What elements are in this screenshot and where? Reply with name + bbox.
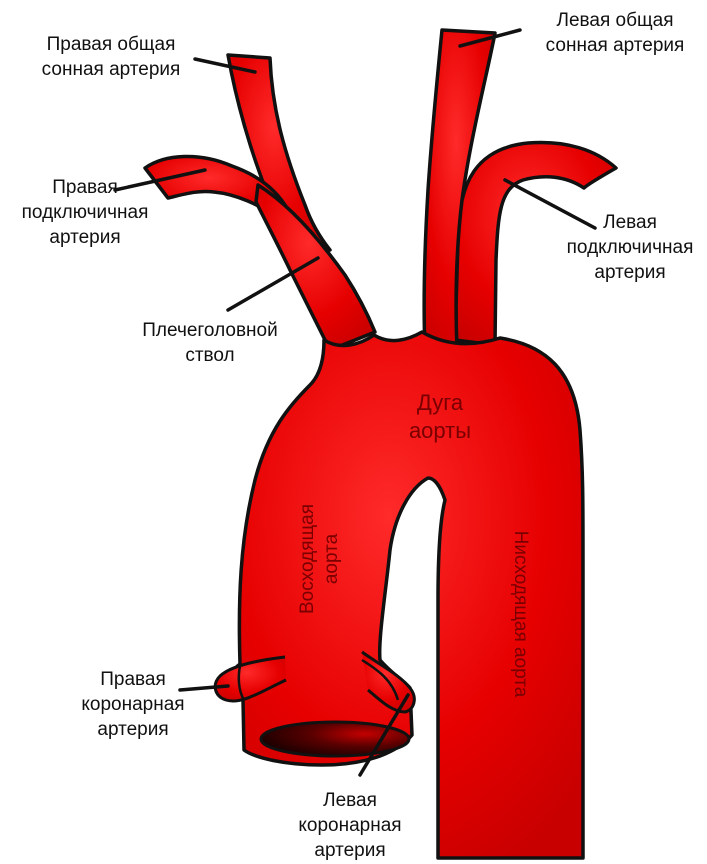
label-brachiocephalic: Плечеголовной ствол: [142, 320, 278, 366]
leader-left-common-carotid: [458, 28, 522, 48]
brachiocephalic-trunk: [254, 183, 377, 352]
leader-lines: [113, 28, 597, 777]
label-ascending-aorta: Восходящая аорта: [297, 503, 342, 615]
label-aortic-arch: Дуга аорты: [408, 390, 472, 443]
label-right-coronary: Правая коронарная артерия: [81, 669, 185, 740]
label-descending-aorta: Нисходящая аорта: [510, 530, 531, 698]
leader-right-coronary: [178, 684, 230, 692]
left-coronary-crease: [361, 658, 400, 701]
right-coronary-crease: [237, 665, 246, 701]
label-left-subclavian: Левая подключичная артерия: [566, 212, 694, 283]
right-coronary-artery: [213, 655, 287, 703]
aortic-root-opening: [259, 720, 411, 758]
left-subclavian-artery: [453, 140, 618, 347]
label-left-common-carotid: Левая общая сонная артерия: [545, 10, 685, 56]
label-right-common-carotid: Правая общая сонная артерия: [41, 34, 181, 80]
leader-right-common-carotid: [193, 57, 257, 74]
label-right-subclavian: Правая подключичная артерия: [21, 177, 149, 248]
leader-left-coronary: [358, 693, 410, 777]
leader-right-subclavian: [113, 168, 207, 192]
leader-left-subclavian: [503, 178, 597, 230]
leader-brachiocephalic: [226, 256, 320, 312]
label-left-coronary: Левая коронарная артерия: [298, 790, 402, 861]
